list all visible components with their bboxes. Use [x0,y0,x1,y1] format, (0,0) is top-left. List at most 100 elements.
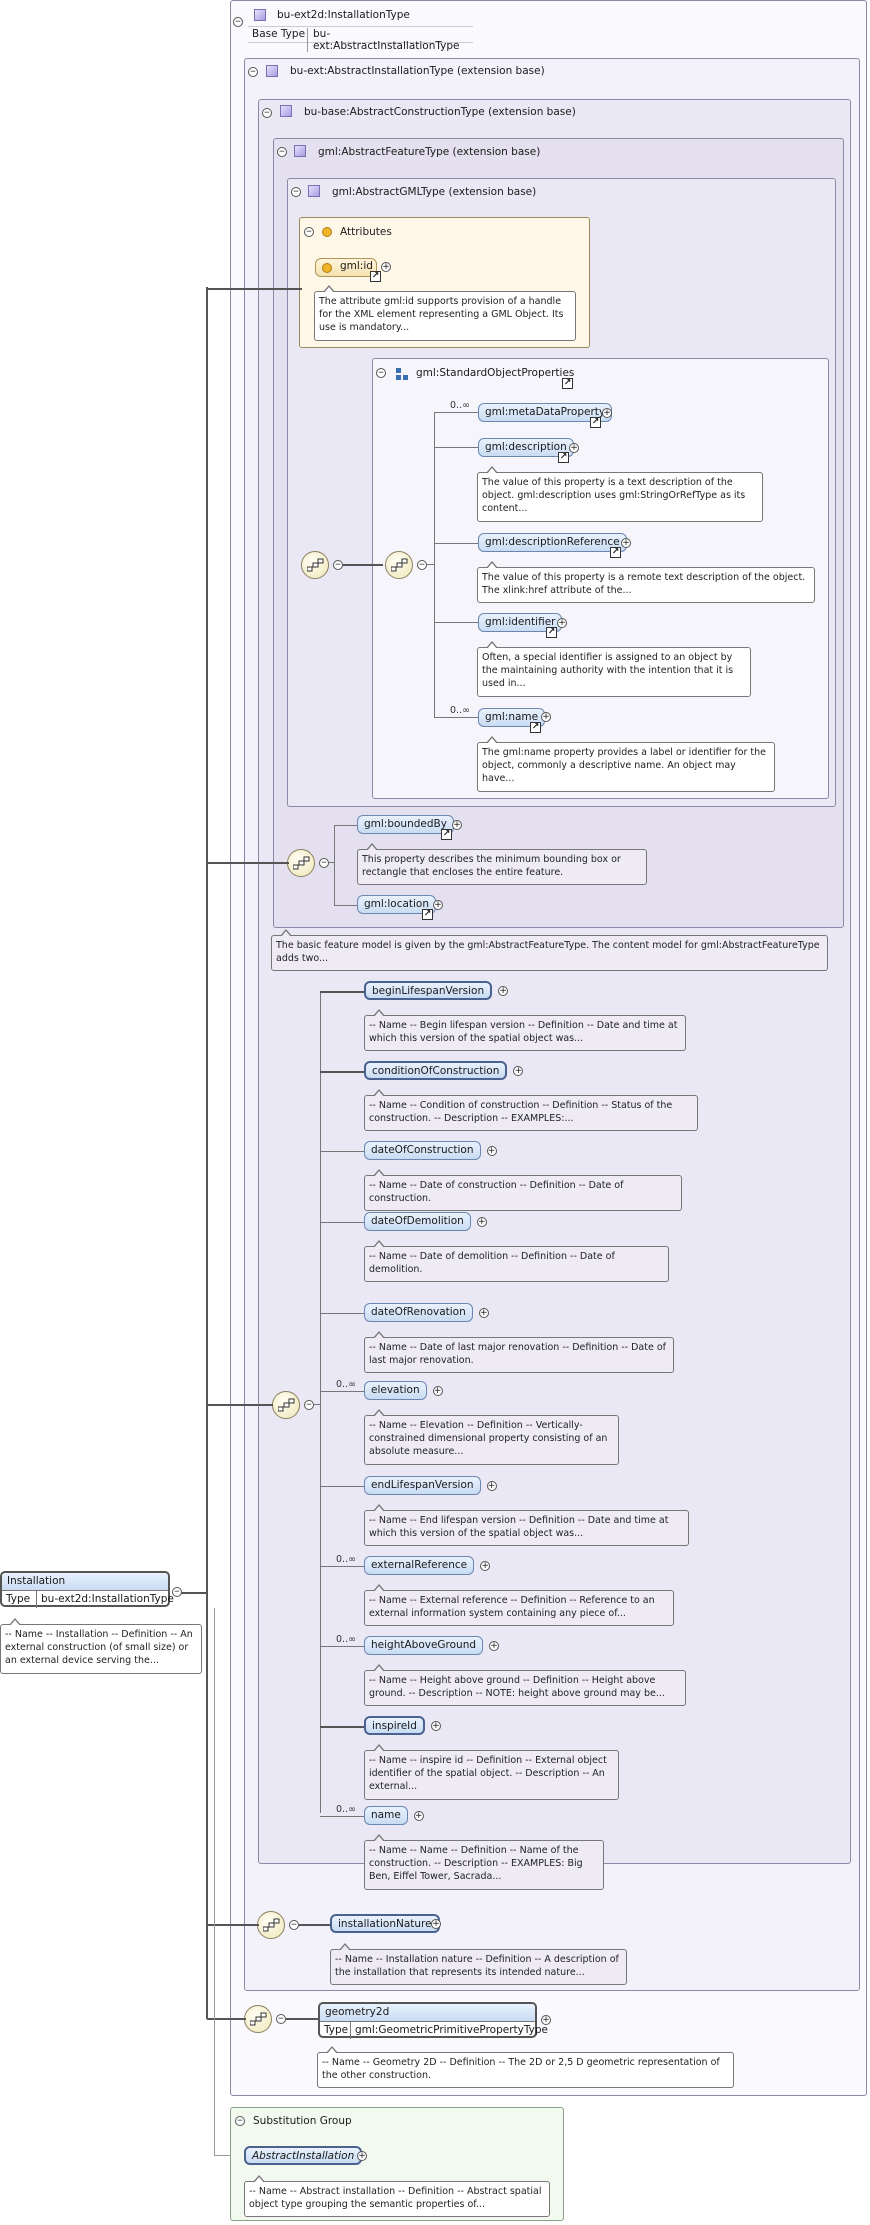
expand-icon[interactable]: + [452,820,462,830]
sequence-icon[interactable] [257,1911,285,1939]
collapse-toggle-icon[interactable]: − [304,227,314,237]
collapse-toggle-icon[interactable]: − [291,187,301,197]
element-gml-name[interactable]: gml:name [478,708,546,727]
element-beginlifespanversion[interactable]: beginLifespanVersion [364,981,493,1000]
link-arrow-icon[interactable]: ↗ [422,909,433,920]
element-elevation[interactable]: elevation [364,1381,427,1400]
expand-icon[interactable]: + [541,2015,551,2025]
link-arrow-icon[interactable]: ↗ [370,271,381,282]
sequence-icon[interactable] [272,1391,300,1419]
collapse-toggle-icon[interactable]: − [417,560,427,570]
connector [434,447,479,448]
element-doc: The value of this property is a remote t… [477,561,815,603]
collapse-toggle-icon[interactable]: − [276,2014,286,2024]
link-arrow-icon[interactable]: ↗ [590,417,601,428]
collapse-toggle-icon[interactable]: − [233,17,243,27]
element-name: endLifespanVersion [371,1479,474,1491]
expand-icon[interactable]: + [430,1721,441,1731]
collapse-toggle-icon[interactable]: − [333,560,343,570]
connector [320,1726,365,1728]
collapse-toggle-icon[interactable]: − [235,2116,245,2126]
element-gml-boundedby[interactable]: gml:boundedBy [357,815,454,834]
element-endlifespanversion[interactable]: endLifespanVersion [364,1476,481,1495]
expand-icon[interactable]: + [381,262,391,272]
link-arrow-icon[interactable]: ↗ [441,829,452,840]
element-name: gml:descriptionReference [485,536,620,548]
collapse-toggle-icon[interactable]: − [172,1587,182,1597]
connector [343,564,383,566]
attribute-gml-id[interactable]: gml:id [315,258,377,277]
element-inspireid[interactable]: inspireId [364,1716,425,1735]
element-gml-descriptionreference[interactable]: gml:descriptionReference [478,533,627,552]
sequence-icon[interactable] [287,849,315,877]
link-arrow-icon[interactable]: ↗ [546,627,557,638]
element-gml-description[interactable]: gml:description [478,438,574,457]
collapse-toggle-icon[interactable]: − [376,368,386,378]
link-arrow-icon[interactable]: ↗ [562,378,573,389]
element-externalreference[interactable]: externalReference [364,1556,475,1575]
extension-icon [266,65,278,77]
expand-icon[interactable]: + [486,1146,497,1156]
element-installationnature[interactable]: installationNature [330,1914,440,1933]
type-key: Type [6,1593,31,1605]
base-type-value: bu-ext:AbstractInstallationType [307,28,473,52]
collapse-toggle-icon[interactable]: − [319,858,329,868]
connector [434,717,479,718]
expand-icon[interactable]: + [433,900,443,910]
element-doc: -- Name -- Date of construction -- Defin… [364,1169,682,1211]
element-name: conditionOfConstruction [372,1065,500,1077]
attribute-doc: The attribute gml:id supports provision … [314,285,576,341]
collapse-toggle-icon[interactable]: − [248,67,258,77]
element-gml-metadataproperty[interactable]: gml:metaDataProperty [478,403,613,422]
expand-icon[interactable]: + [486,1481,497,1491]
element-heightaboveground[interactable]: heightAboveGround [364,1636,484,1655]
expand-icon[interactable]: + [602,408,612,418]
element-name: gml:metaDataProperty [485,406,606,418]
expand-icon[interactable]: + [621,538,631,548]
element-dateofconstruction[interactable]: dateOfConstruction [364,1141,481,1160]
expand-icon[interactable]: + [431,1919,441,1929]
element-name: beginLifespanVersion [372,985,485,997]
expand-icon[interactable]: + [489,1641,500,1651]
element-abstractinstallation[interactable]: AbstractInstallation [244,2146,363,2165]
collapse-toggle-icon[interactable]: − [289,1920,299,1930]
connector [320,1566,365,1567]
expand-icon[interactable]: + [432,1386,443,1396]
element-conditionofconstruction[interactable]: conditionOfConstruction [364,1061,508,1080]
element-gml-location[interactable]: gml:location [357,895,437,914]
connector [320,1151,365,1152]
link-arrow-icon[interactable]: ↗ [558,452,569,463]
sequence-icon[interactable] [244,2005,272,2033]
element-doc: -- Name -- Abstract installation -- Defi… [244,2175,550,2217]
link-arrow-icon[interactable]: ↗ [610,547,621,558]
attribute-icon [322,263,332,273]
expand-icon[interactable]: + [413,1811,424,1821]
expand-icon[interactable]: + [476,1217,487,1227]
connector [334,825,335,905]
element-name: dateOfRenovation [371,1306,466,1318]
element-name: inspireId [372,1720,417,1732]
element-dateofrenovation[interactable]: dateOfRenovation [364,1303,473,1322]
expand-icon[interactable]: + [498,986,509,996]
expand-icon[interactable]: + [513,1066,524,1076]
element-doc: -- Name -- Geometry 2D -- Definition -- … [317,2046,734,2088]
expand-icon[interactable]: + [357,2151,367,2161]
extension-title: gml:AbstractGMLType (extension base) [332,186,537,198]
collapse-toggle-icon[interactable]: − [277,147,287,157]
link-arrow-icon[interactable]: ↗ [530,722,541,733]
expand-icon[interactable]: + [541,712,551,722]
connector [320,991,365,993]
expand-icon[interactable]: + [569,443,579,453]
element-dateofdemolition[interactable]: dateOfDemolition [364,1212,471,1231]
expand-icon[interactable]: + [480,1561,491,1571]
expand-icon[interactable]: + [478,1308,489,1318]
collapse-toggle-icon[interactable]: − [304,1400,314,1410]
sequence-icon[interactable] [301,551,329,579]
sequence-icon[interactable] [385,551,413,579]
element-name[interactable]: name [364,1806,408,1825]
element-name: gml:description [485,441,567,453]
collapse-toggle-icon[interactable]: − [262,108,272,118]
expand-icon[interactable]: + [557,618,567,628]
